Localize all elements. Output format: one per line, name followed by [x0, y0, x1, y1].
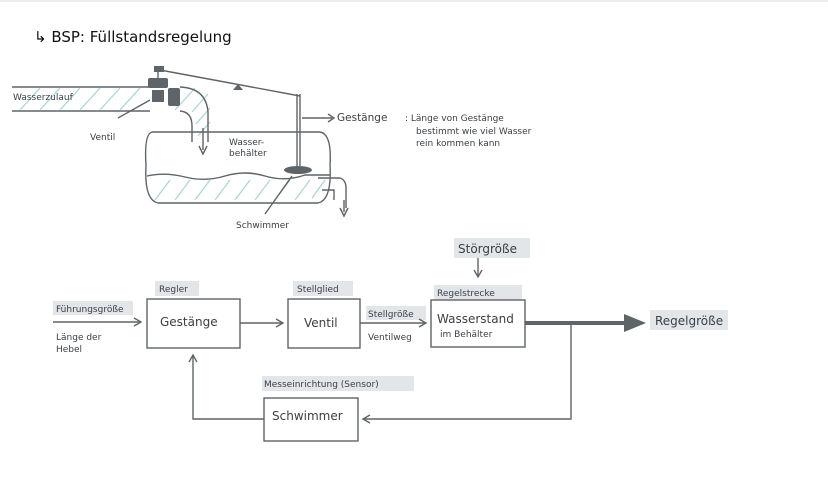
feedback-line: [364, 323, 572, 420]
plant-body-line1: Wasserstand: [437, 312, 514, 326]
tank-water-hatch: [154, 179, 326, 201]
pipe-bend-inner: [179, 110, 193, 142]
manipulated-note: Ventilweg: [368, 333, 412, 343]
valve-symbol: [148, 66, 180, 106]
float-label: Schwimmer: [236, 221, 289, 231]
linkage-lever: [159, 69, 301, 97]
valve-callout: [117, 99, 151, 119]
setpoint-arrow-head: [133, 317, 143, 327]
tank-outline: [144, 131, 331, 204]
linkage-note-line2: bestimmt wie viel Wasser: [416, 127, 532, 137]
plant-title: Regelstrecke: [437, 289, 495, 299]
linkage-label: Gestänge: [337, 112, 387, 124]
tank-label-line1: Wasser-: [229, 138, 264, 148]
controller-title-bg: [155, 281, 199, 296]
block-diagram: [53, 238, 728, 442]
sensor-title-bg: [262, 376, 414, 391]
float-symbol: [284, 166, 312, 174]
actuator-title-bg: [293, 281, 353, 296]
inflow-label: Wasserzulauf: [13, 93, 74, 103]
actuator-plant-head: [418, 318, 428, 328]
float-callout: [264, 175, 293, 215]
controller-body: Gestänge: [160, 315, 218, 329]
pipe-bend-outer: [179, 86, 209, 142]
setpoint-bg: [53, 301, 133, 315]
flow-arrow-head: [198, 145, 208, 156]
output-label: Regelgröße: [655, 314, 723, 328]
output-arrow-head: [624, 314, 646, 332]
lever-pivot: [233, 84, 243, 90]
linkage-note-line3: rein kommen kann: [416, 139, 500, 149]
disturbance-arrow-head: [473, 269, 483, 279]
sensor-body: Schwimmer: [272, 409, 343, 423]
manipulated-label: Stellgröße: [368, 310, 414, 320]
linkage-callout-head: [327, 113, 336, 123]
setpoint-note-line1: Länge der: [56, 333, 102, 343]
output-bg: [650, 310, 728, 330]
manipulated-bg: [366, 306, 426, 320]
controller-actuator-head: [275, 318, 285, 328]
valve-label: Ventil: [90, 133, 115, 143]
disturbance-bg: [454, 238, 530, 258]
sensor-return-line: [192, 356, 264, 420]
linkage-note-line1: : Länge von Gestänge: [405, 114, 504, 124]
feedback-head: [361, 414, 371, 424]
outlet-arrow-head: [339, 207, 349, 218]
sensor-return-head: [188, 353, 198, 363]
outlet-pipe: [318, 177, 347, 208]
disturbance-label: Störgröße: [458, 242, 517, 256]
tank-label-line2: behälter: [229, 149, 267, 159]
setpoint-label: Führungsgröße: [56, 305, 124, 315]
actuator-body: Ventil: [304, 316, 338, 330]
actuator-title: Stellglied: [297, 285, 339, 295]
setpoint-note-line2: Hebel: [56, 345, 82, 355]
sensor-title: Messeinrichtung (Sensor): [264, 380, 379, 390]
tank-sketch: [12, 66, 349, 218]
plant-title-bg: [434, 285, 522, 300]
plant-body-line2: im Behälter: [440, 330, 493, 340]
outlet-pipe-inner: [322, 189, 335, 200]
controller-title: Regler: [159, 285, 188, 295]
page-title: ↳ BSP: Füllstandsregelung: [34, 28, 232, 46]
water-surface: [146, 172, 330, 180]
